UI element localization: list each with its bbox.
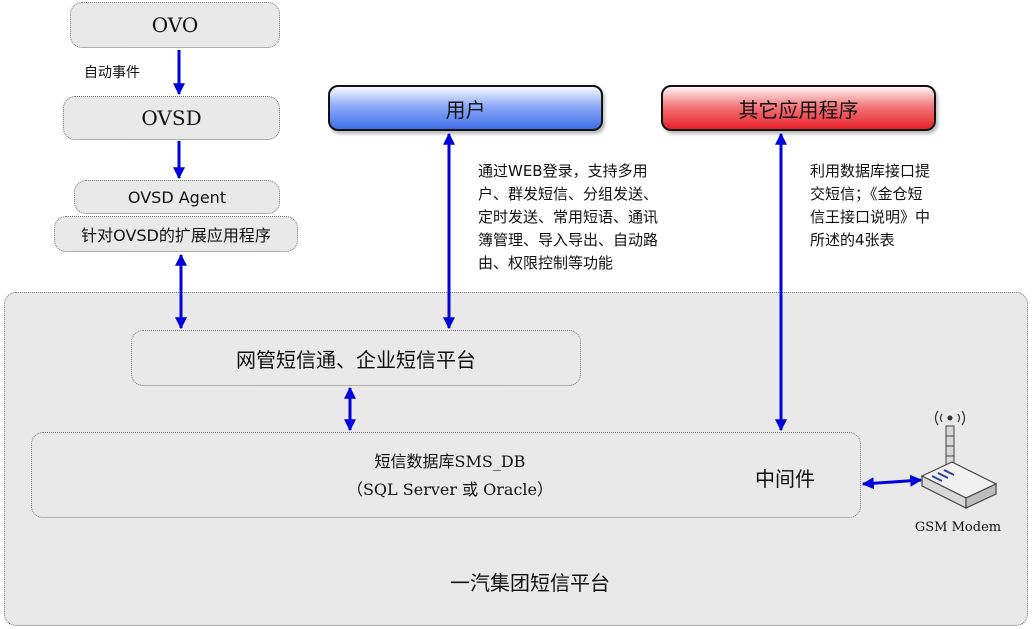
sms-db-subtitle: （SQL Server 或 Oracle） <box>346 480 554 499</box>
sms-platform-node: 网管短信通、企业短信平台 <box>131 330 581 386</box>
user-features-line: 由、权限控制等功能 <box>478 254 614 272</box>
user-features-line: 通过WEB登录，支持多用 <box>478 162 648 180</box>
other-features-note: 利用数据库接口提 交短信；《金仓短 信王接口说明》中 所述的4张表 <box>810 160 980 252</box>
user-node: 用户 <box>328 85 603 131</box>
other-features-line: 信王接口说明》中 <box>810 208 931 226</box>
gsm-modem-label: GSM Modem <box>914 519 1002 535</box>
auto-event-label: 自动事件 <box>84 65 140 81</box>
middleware-label: 中间件 <box>755 466 815 491</box>
user-features-line: 簿管理、导入导出、自动路 <box>478 231 659 249</box>
user-features-line: 定时发送、常用短语、通讯 <box>478 208 659 226</box>
database-middleware-box <box>31 432 861 518</box>
ovsd-agent-node: OVSD Agent <box>74 180 280 214</box>
ovsd-node: OVSD <box>63 96 280 140</box>
group-platform-label: 一汽集团短信平台 <box>450 570 610 595</box>
sms-db-title: 短信数据库SMS_DB <box>374 452 526 471</box>
user-features-line: 户、群发短信、分组发送、 <box>478 185 659 203</box>
other-features-line: 交短信；《金仓短 <box>810 185 923 203</box>
user-features-note: 通过WEB登录，支持多用 户、群发短信、分组发送、 定时发送、常用短语、通讯 簿… <box>478 160 708 275</box>
ovo-node: OVO <box>70 2 280 48</box>
other-features-line: 利用数据库接口提 <box>810 162 931 180</box>
gsm-modem-icon <box>920 410 998 509</box>
extension-app-node: 针对OVSD的扩展应用程序 <box>54 216 298 252</box>
other-apps-node: 其它应用程序 <box>661 85 936 131</box>
other-features-line: 所述的4张表 <box>810 231 895 249</box>
